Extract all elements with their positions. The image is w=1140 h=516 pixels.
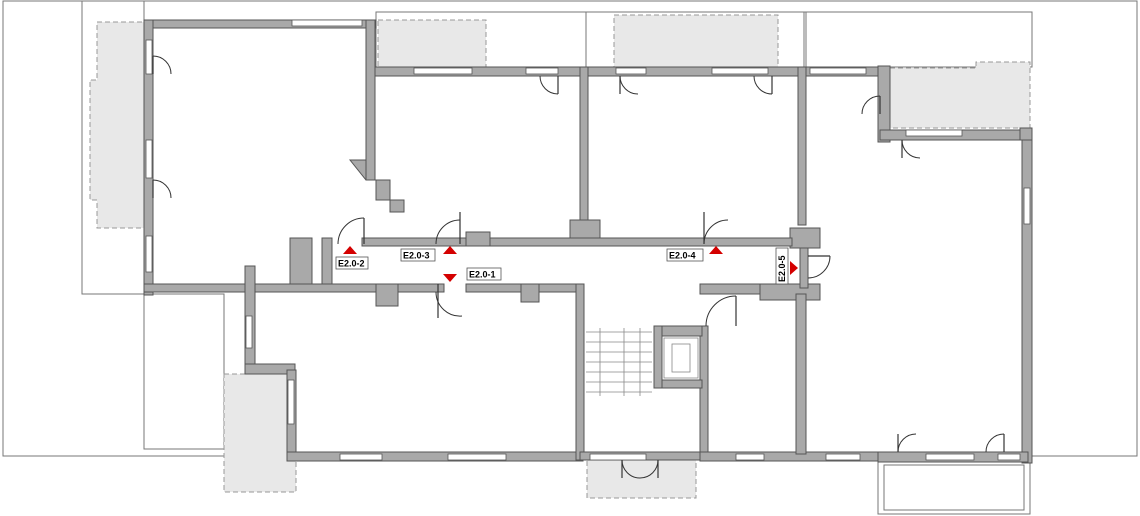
room-markers <box>343 246 798 282</box>
room-tag-label: E2.0-5 <box>777 255 787 282</box>
room-tag-label: E2.0-4 <box>669 251 696 261</box>
marker-e2-0-1 <box>443 274 457 282</box>
room-tag-e2-0-2[interactable]: E2.0-2 <box>335 256 369 270</box>
marker-e2-0-5 <box>790 261 798 275</box>
doors <box>152 55 1005 479</box>
marker-e2-0-2 <box>343 246 357 254</box>
room-tag-e2-0-1[interactable]: E2.0-1 <box>466 267 502 281</box>
room-tag-e2-0-3[interactable]: E2.0-3 <box>400 248 436 262</box>
room-tag-e2-0-5[interactable]: E2.0-5 <box>775 247 789 285</box>
room-tag-label: E2.0-2 <box>338 259 365 269</box>
marker-e2-0-3 <box>443 246 457 254</box>
balconies <box>89 14 1031 499</box>
marker-e2-0-4 <box>709 246 723 254</box>
windows <box>145 19 1031 461</box>
room-tag-label: E2.0-1 <box>469 270 496 280</box>
room-tag-e2-0-4[interactable]: E2.0-4 <box>666 248 704 262</box>
staircase <box>586 328 699 396</box>
room-tag-label: E2.0-3 <box>403 251 430 261</box>
